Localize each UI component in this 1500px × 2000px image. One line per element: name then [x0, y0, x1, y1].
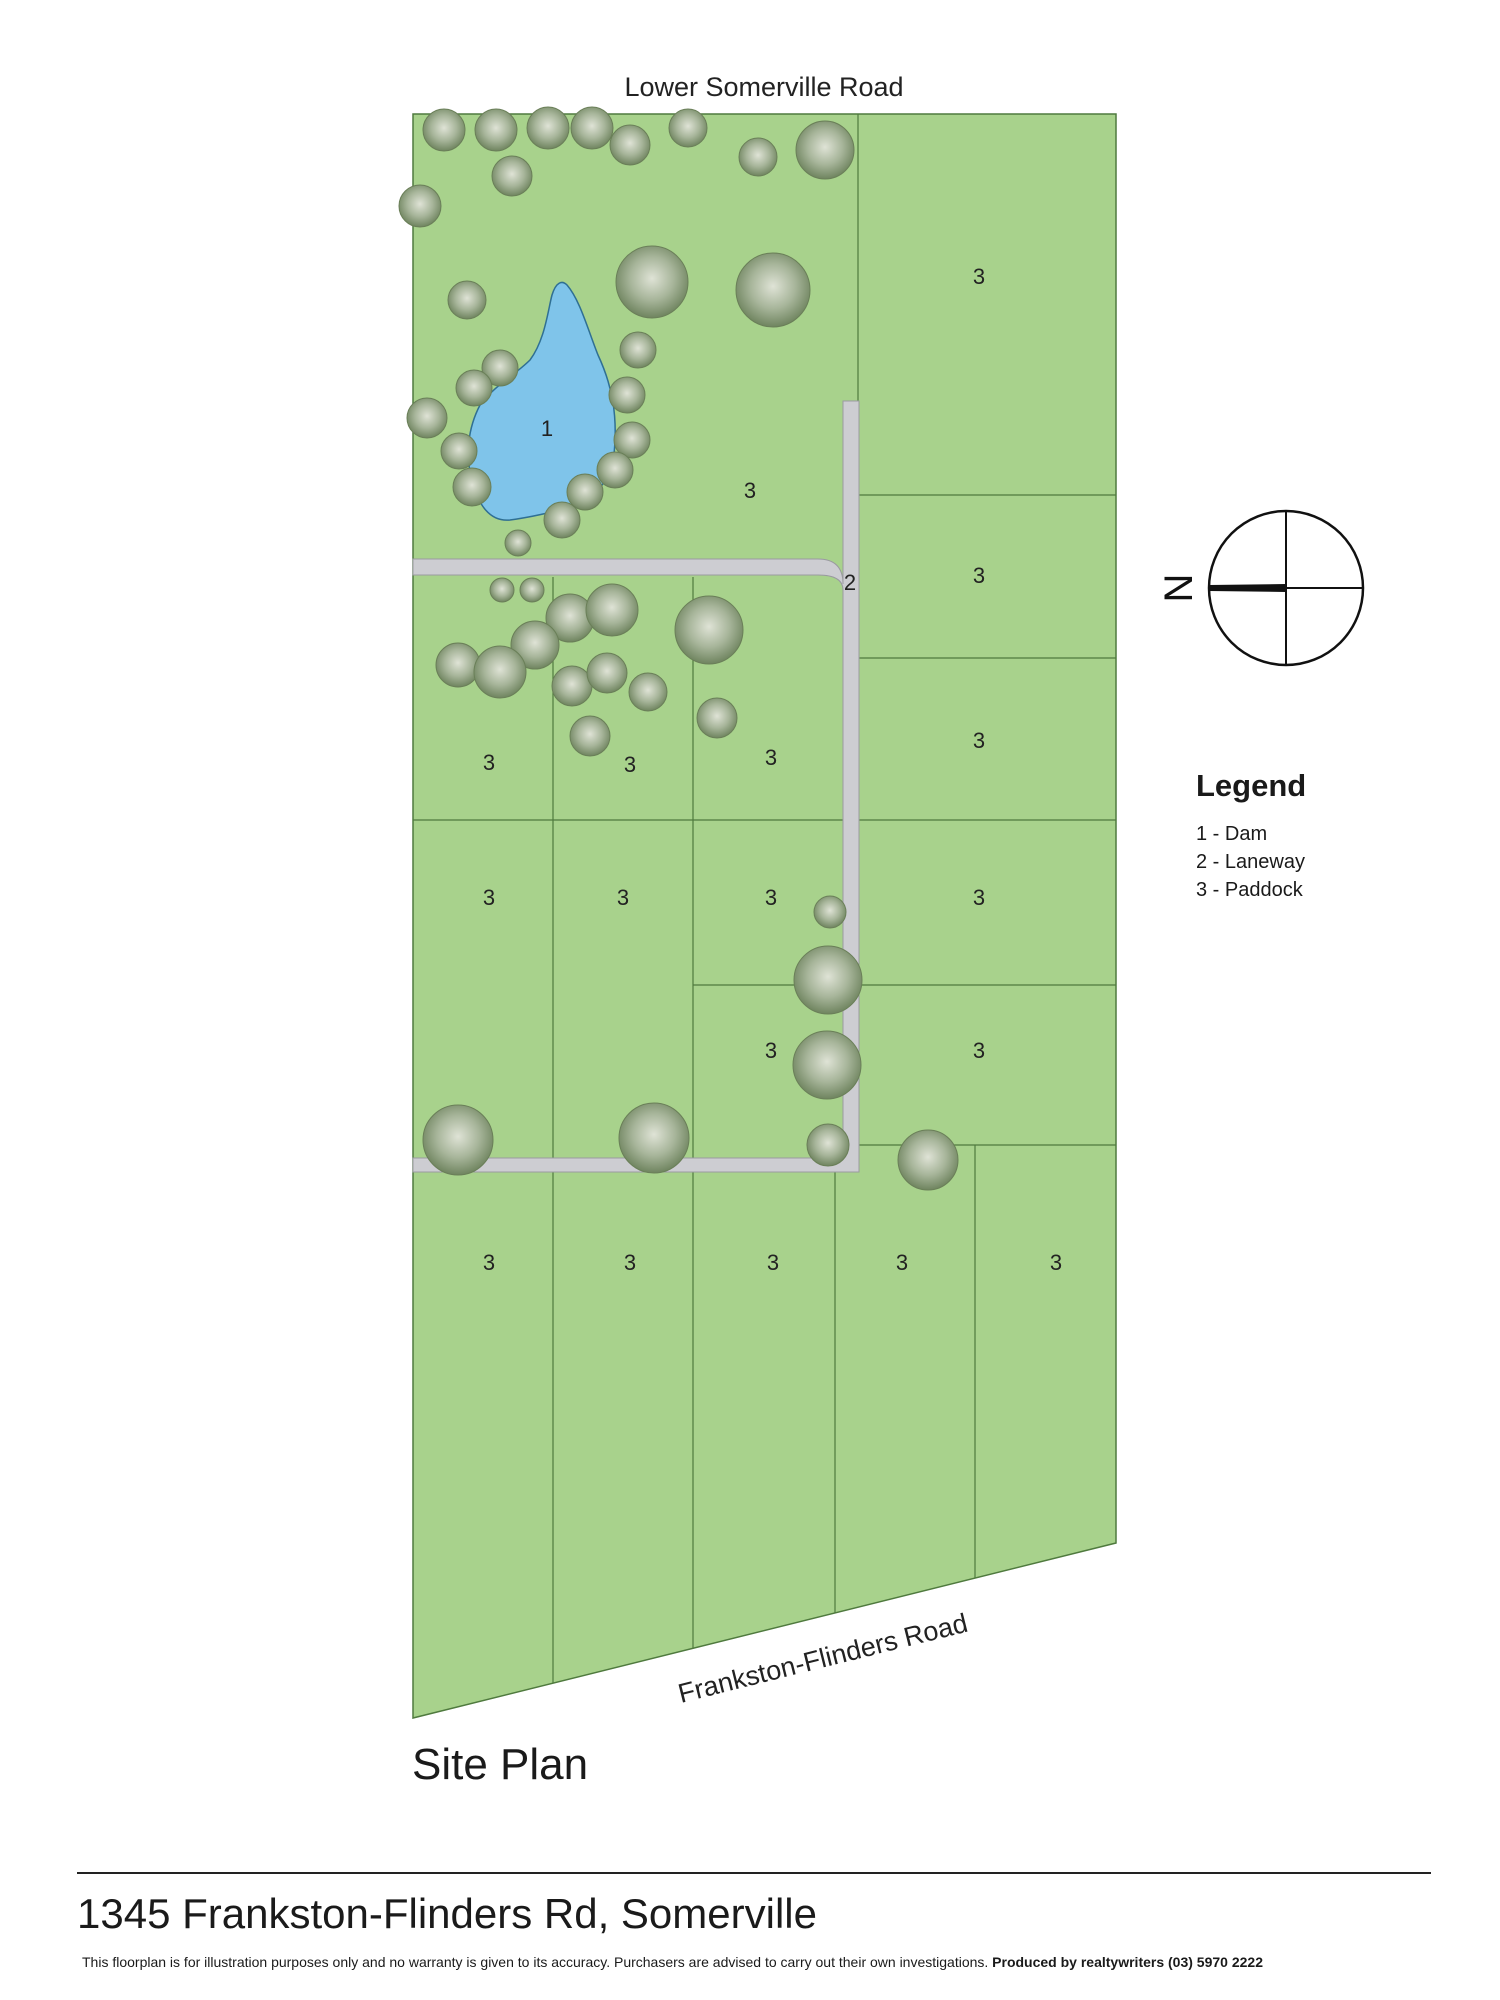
tree — [795, 120, 855, 180]
property-boundary — [412, 113, 1117, 1719]
tree — [406, 397, 448, 439]
producer-credit: Produced by realtywriters (03) 5970 2222 — [992, 1954, 1263, 1970]
tree — [435, 642, 481, 688]
tree — [398, 184, 442, 228]
lot-label-paddock: 3 — [744, 478, 756, 503]
legend: Legend 1 - Dam 2 - Laneway 3 - Paddock — [1196, 768, 1306, 904]
site-plan-title: Site Plan — [412, 1740, 589, 1789]
tree — [447, 280, 487, 320]
lot-label-paddock: 3 — [765, 1038, 777, 1063]
lot-label-paddock: 3 — [765, 885, 777, 910]
tree — [570, 106, 614, 150]
lot-label-paddock: 3 — [973, 264, 985, 289]
lot-label-laneway: 2 — [844, 570, 856, 595]
lot-label-paddock: 3 — [617, 885, 629, 910]
tree — [628, 672, 668, 712]
tree — [569, 715, 611, 757]
tree — [585, 583, 639, 637]
tree — [551, 665, 593, 707]
tree — [510, 620, 560, 670]
tree — [613, 421, 651, 459]
legend-item-laneway: 2 - Laneway — [1196, 851, 1305, 873]
trees — [398, 106, 959, 1191]
lot-label-paddock: 3 — [973, 1038, 985, 1063]
tree — [519, 577, 545, 603]
lot-label-dam: 1 — [541, 416, 553, 441]
road-label-lower-somerville: Lower Somerville Road — [624, 72, 903, 102]
tree — [566, 473, 604, 511]
tree — [452, 467, 492, 507]
tree — [619, 331, 657, 369]
lot-label-paddock: 3 — [483, 885, 495, 910]
tree — [668, 108, 708, 148]
tree — [674, 595, 744, 665]
compass-north-label: N — [1157, 574, 1201, 603]
lot-label-paddock: 3 — [973, 563, 985, 588]
north-compass: N — [1157, 509, 1365, 667]
tree — [609, 124, 651, 166]
tree — [473, 645, 527, 699]
lot-label-paddock: 3 — [767, 1250, 779, 1275]
laneway — [412, 400, 860, 1173]
tree — [735, 252, 811, 328]
tree — [738, 137, 778, 177]
lot-label-paddock: 3 — [624, 752, 636, 777]
lot-labels: 1 2 3 3 3 3 3 3 3 3 3 3 3 3 3 3 3 3 3 3 — [483, 264, 1062, 1275]
tree — [422, 1104, 494, 1176]
tree — [806, 1123, 850, 1167]
tree — [440, 432, 478, 470]
tree — [526, 106, 570, 150]
tree — [793, 945, 863, 1015]
tree — [792, 1030, 862, 1100]
tree — [596, 451, 634, 489]
property-address: 1345 Frankston-Flinders Rd, Somerville — [77, 1890, 817, 1937]
legend-item-paddock: 3 - Paddock — [1196, 879, 1303, 901]
tree — [481, 349, 519, 387]
tree — [455, 369, 493, 407]
lot-label-paddock: 3 — [1050, 1250, 1062, 1275]
tree — [897, 1129, 959, 1191]
lot-label-paddock: 3 — [765, 745, 777, 770]
tree — [608, 376, 646, 414]
divider — [77, 1872, 1431, 1874]
tree — [586, 652, 628, 694]
tree — [489, 577, 515, 603]
lot-label-paddock: 3 — [973, 728, 985, 753]
legend-title: Legend — [1196, 768, 1307, 803]
tree — [504, 529, 532, 557]
tree — [813, 895, 847, 929]
lot-label-paddock: 3 — [483, 1250, 495, 1275]
tree — [618, 1102, 690, 1174]
tree — [696, 697, 738, 739]
lot-label-paddock: 3 — [624, 1250, 636, 1275]
tree — [491, 155, 533, 197]
tree — [543, 501, 581, 539]
lot-label-paddock: 3 — [896, 1250, 908, 1275]
tree — [615, 245, 689, 319]
lot-label-paddock: 3 — [483, 750, 495, 775]
lot-label-paddock: 3 — [973, 885, 985, 910]
tree — [422, 108, 466, 152]
legend-item-dam: 1 - Dam — [1196, 823, 1268, 845]
disclaimer: This floorplan is for illustration purpo… — [82, 1954, 1263, 1970]
disclaimer-text: This floorplan is for illustration purpo… — [82, 1954, 989, 1970]
site-plan-diagram: Lower Somerville Road — [398, 72, 1365, 1719]
tree — [474, 108, 518, 152]
